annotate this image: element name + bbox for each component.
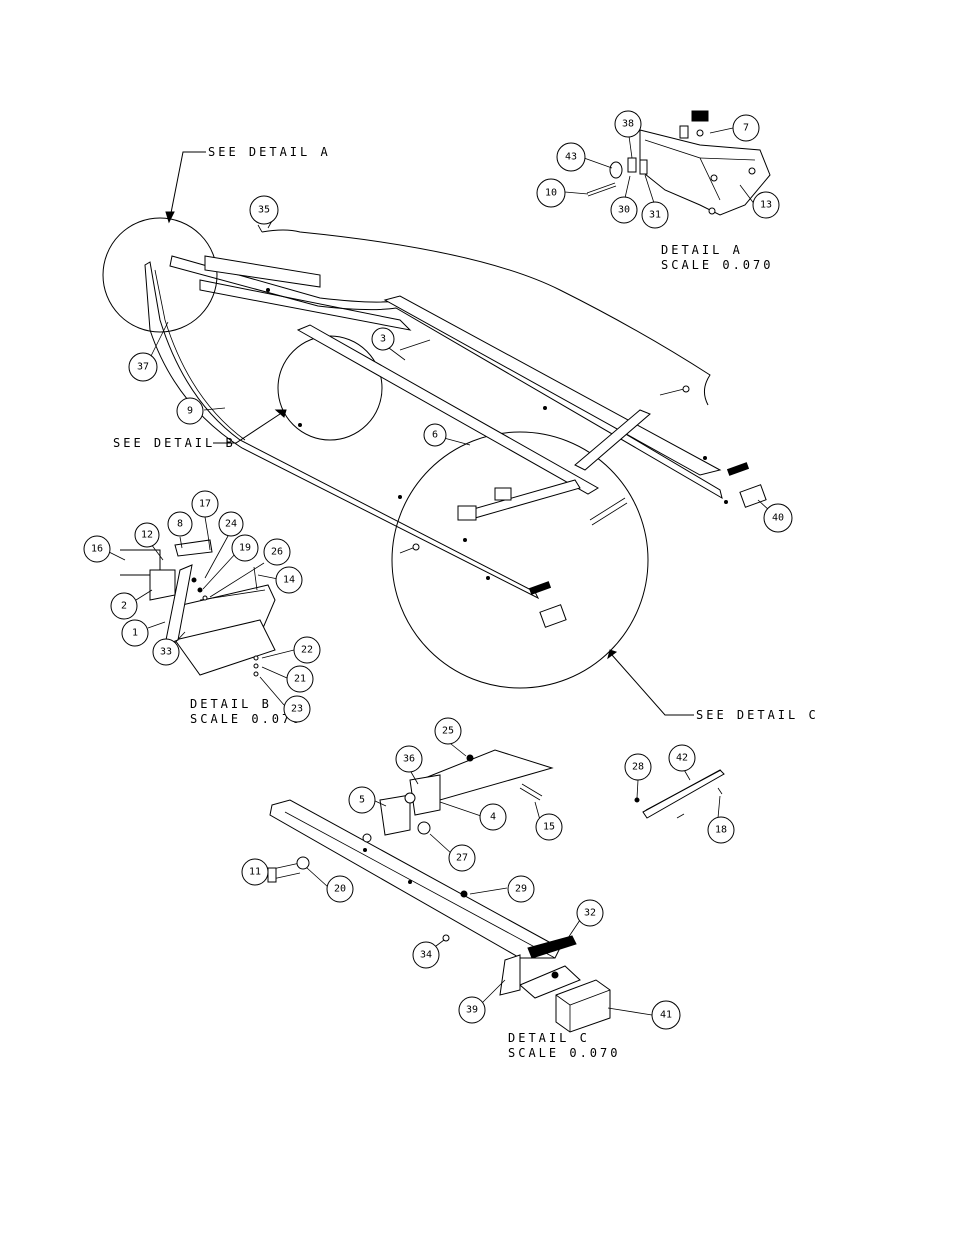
- detail-a-drawing: [586, 110, 771, 216]
- part-number: 34: [420, 950, 432, 961]
- part-number: 38: [622, 119, 634, 130]
- detail-a-washer: [609, 161, 623, 179]
- part-number: 42: [676, 753, 688, 764]
- detail-c-circle: [391, 431, 649, 689]
- part-number: 27: [456, 853, 468, 864]
- part-number: 20: [334, 884, 346, 895]
- main-assembly: [102, 217, 767, 689]
- part-number: 10: [545, 188, 557, 199]
- detail-a-scale: SCALE 0.070: [661, 258, 773, 272]
- part-number: 23: [291, 704, 303, 715]
- detail-a-circle: [102, 217, 218, 333]
- part-number: 9: [187, 406, 193, 417]
- part-number: 2: [121, 601, 127, 612]
- winch-cable: [261, 229, 711, 406]
- part-number: 13: [760, 200, 772, 211]
- bunk-board-2: [296, 324, 599, 495]
- detail-b-scale: SCALE 0.070: [190, 712, 302, 726]
- part-number: 4: [490, 812, 496, 823]
- part-number: 31: [649, 210, 661, 221]
- u-bolt: [120, 549, 161, 576]
- part-number: 41: [660, 1010, 672, 1021]
- cross-member-1: [574, 409, 651, 471]
- part-number: 32: [584, 908, 596, 919]
- detail-callouts: SEE DETAIL A SEE DETAIL B SEE DETAIL C: [113, 145, 819, 722]
- front-board: [204, 255, 321, 288]
- part-number: 19: [239, 543, 251, 554]
- part-number: 37: [137, 362, 149, 373]
- part-number: 16: [91, 544, 103, 555]
- winch-stand: [639, 129, 771, 216]
- part-number: 14: [283, 575, 295, 586]
- cross-member-2: [469, 479, 581, 519]
- part-number: 12: [141, 530, 153, 541]
- step-pad-left: [528, 581, 552, 595]
- part-number: 6: [432, 430, 438, 441]
- rear-pad-left: [539, 604, 567, 628]
- detail-b-title: DETAIL B: [190, 697, 272, 711]
- part-number: 26: [271, 547, 283, 558]
- part-number: 17: [199, 499, 211, 510]
- part-number: 30: [618, 205, 630, 216]
- detail-c-title: DETAIL C: [508, 1031, 590, 1045]
- step-pad-right: [726, 462, 750, 476]
- part-number: 40: [772, 513, 784, 524]
- winch-plate: [691, 110, 709, 122]
- see-detail-c-label: SEE DETAIL C: [696, 708, 819, 722]
- part-number: 11: [249, 867, 261, 878]
- part-number: 21: [294, 674, 306, 685]
- left-side-rail: [144, 261, 540, 600]
- part-number: 36: [403, 754, 415, 765]
- part-number: 22: [301, 645, 313, 656]
- part-number: 18: [715, 825, 727, 836]
- detail-a-title: DETAIL A: [661, 243, 743, 257]
- mount-bracket: [409, 774, 441, 816]
- part-number: 3: [380, 334, 386, 345]
- detail-c-drawing: [267, 749, 725, 1033]
- part-number: 7: [743, 123, 749, 134]
- detail-b-circle: [277, 335, 383, 441]
- see-detail-a-label: SEE DETAIL A: [208, 145, 331, 159]
- step-plate: [527, 935, 577, 959]
- part-bubbles: 35 37 3 9 6 40 38 43 10 30 31 7 13 16 12…: [83, 110, 793, 1030]
- inner-rail: [199, 279, 412, 331]
- keel-roller-bar: [642, 769, 725, 819]
- detail-b-drawing: [120, 534, 276, 677]
- detail-c-scale: SCALE 0.070: [508, 1046, 620, 1060]
- part-number: 39: [466, 1005, 478, 1016]
- part-number: 1: [132, 628, 138, 639]
- top-rail: [169, 255, 723, 500]
- part-number: 25: [442, 726, 454, 737]
- part-number: 24: [225, 519, 237, 530]
- bunk-board-1: [383, 295, 722, 476]
- part-number: 15: [543, 822, 555, 833]
- see-detail-b-label: SEE DETAIL B: [113, 436, 236, 450]
- part-number: 33: [160, 647, 172, 658]
- part-number: 29: [515, 884, 527, 895]
- part-number: 35: [258, 205, 270, 216]
- part-number: 28: [632, 762, 644, 773]
- part-number: 5: [359, 795, 365, 806]
- rubber-block: [555, 979, 611, 1033]
- part-number: 8: [177, 519, 183, 530]
- part-number: 43: [565, 152, 577, 163]
